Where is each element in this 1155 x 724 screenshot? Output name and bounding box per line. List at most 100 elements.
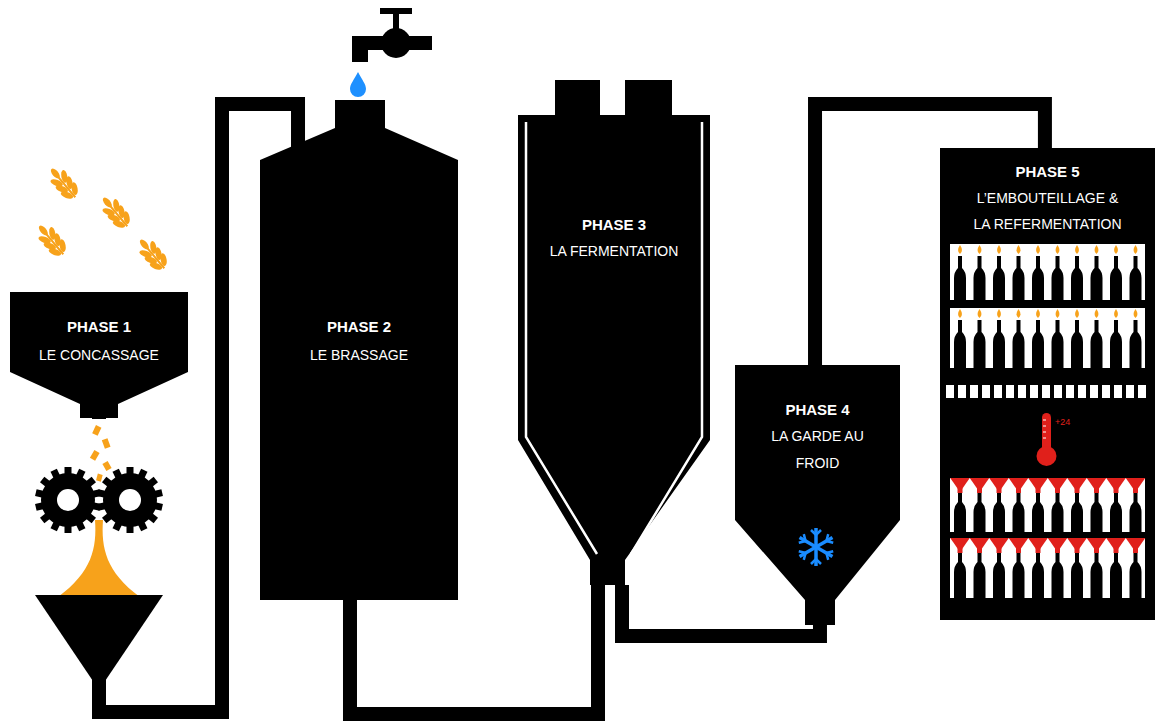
bottle-racks (1094, 548, 1099, 553)
bottle-racks (1075, 245, 1079, 254)
mill-rollers (65, 467, 72, 477)
bottle-racks (946, 244, 1146, 598)
thermometer-icon (1037, 446, 1057, 466)
bottle-racks (1016, 488, 1021, 493)
crushed-grain (102, 438, 111, 449)
mill-rollers (97, 502, 108, 511)
snowflake-icon (797, 528, 835, 566)
bottling-panel-outline (940, 148, 1155, 620)
crushed-grain (96, 474, 103, 482)
bottle-racks (993, 550, 1005, 598)
bottle-racks (1052, 490, 1064, 532)
mill-rollers (113, 469, 124, 481)
crushed-grain (92, 425, 101, 436)
phase-number: PHASE 5 (948, 159, 1148, 185)
bottle-racks (1013, 490, 1025, 532)
phase-number: PHASE 2 (264, 313, 454, 341)
bottle-racks (958, 245, 962, 254)
bottle-racks (1133, 548, 1138, 553)
crushed-grain (90, 425, 112, 482)
mill-rollers (41, 473, 95, 527)
bottle-racks (974, 320, 986, 368)
mill-rollers (75, 519, 86, 531)
bottle-racks (1055, 548, 1060, 553)
mill-rollers (146, 477, 158, 489)
bottle-racks (1130, 256, 1142, 300)
bottle-racks (1126, 478, 1146, 492)
bottle-racks (1138, 385, 1146, 398)
snowflake-icon (811, 528, 821, 566)
bottle-racks (1126, 385, 1134, 398)
bottle-racks (1032, 490, 1044, 532)
bottle-racks (1133, 488, 1138, 493)
bottle-racks (1110, 550, 1122, 598)
mill-rollers (103, 473, 157, 527)
bottle-racks (1090, 385, 1098, 398)
bottle-racks (1018, 385, 1026, 398)
mill-rollers (35, 489, 46, 498)
thermometer-icon (1043, 420, 1046, 421)
bottle-racks (950, 244, 1145, 300)
phase-name: LE CONCASSAGE (14, 341, 184, 369)
bottle-racks (1054, 385, 1062, 398)
mash-tank-outline (260, 100, 458, 600)
bottle-racks (1036, 488, 1041, 493)
bottle-racks (1106, 538, 1126, 552)
wheat-icon (95, 191, 135, 233)
bottle-racks (1071, 320, 1083, 368)
bottle-racks (950, 538, 1145, 598)
bottle-racks (1013, 550, 1025, 598)
bottle-racks (1087, 478, 1107, 492)
phase-name: LA GARDE AU FROID (762, 423, 874, 477)
mill-rollers (84, 477, 96, 489)
bottle-racks (1114, 548, 1119, 553)
bottle-racks (950, 478, 1145, 532)
mill-rollers (137, 469, 148, 481)
snowflake-icon (797, 533, 835, 561)
mill-rollers (102, 477, 114, 489)
bottle-racks (989, 478, 1009, 492)
thermometer-icon (1042, 413, 1051, 453)
bottle-racks (950, 478, 970, 492)
mill-rollers (152, 502, 163, 511)
bottle-racks (1032, 320, 1044, 368)
mill-rollers (146, 512, 158, 524)
bottle-racks (974, 550, 986, 598)
bottle-racks (1126, 538, 1146, 552)
grain-stream (58, 520, 140, 597)
wheat-icon (31, 219, 71, 261)
water-tap (360, 36, 432, 50)
snowflake-icon (797, 533, 835, 561)
bottle-racks (1009, 478, 1029, 492)
phase-number: PHASE 4 (739, 396, 896, 423)
bottle-racks (1036, 309, 1040, 318)
bottle-racks (993, 490, 1005, 532)
node-text-group: PHASE 2LE BRASSAGE (260, 100, 458, 369)
crushed-grain (90, 450, 100, 461)
bottle-racks (954, 256, 966, 300)
bottle-racks (1091, 320, 1103, 368)
mill-rollers (127, 523, 134, 533)
bottle-racks (997, 488, 1002, 493)
bottle-racks (1056, 309, 1060, 318)
bottle-racks (1032, 550, 1044, 598)
fermenter-outline (518, 80, 710, 585)
mill-rollers (40, 512, 52, 524)
bottle-racks (1032, 256, 1044, 300)
bottle-racks (1052, 550, 1064, 598)
mill-rollers (51, 519, 62, 531)
bottle-racks (1095, 245, 1099, 254)
node-text-group: PHASE 5L’EMBOUTEILLAGE & LA REFERMENTATI… (940, 148, 1155, 237)
tank-highlight (631, 122, 702, 554)
pipe (622, 585, 820, 636)
bottling-panel: PHASE 5L’EMBOUTEILLAGE & LA REFERMENTATI… (940, 148, 1155, 620)
phase-number: PHASE 3 (522, 211, 706, 238)
bottle-racks (1130, 550, 1142, 598)
bottle-racks (974, 256, 986, 300)
bottle-racks (1110, 490, 1122, 532)
bottle-racks (1067, 538, 1087, 552)
mill-rollers (65, 523, 72, 533)
mill-rollers (127, 467, 134, 477)
